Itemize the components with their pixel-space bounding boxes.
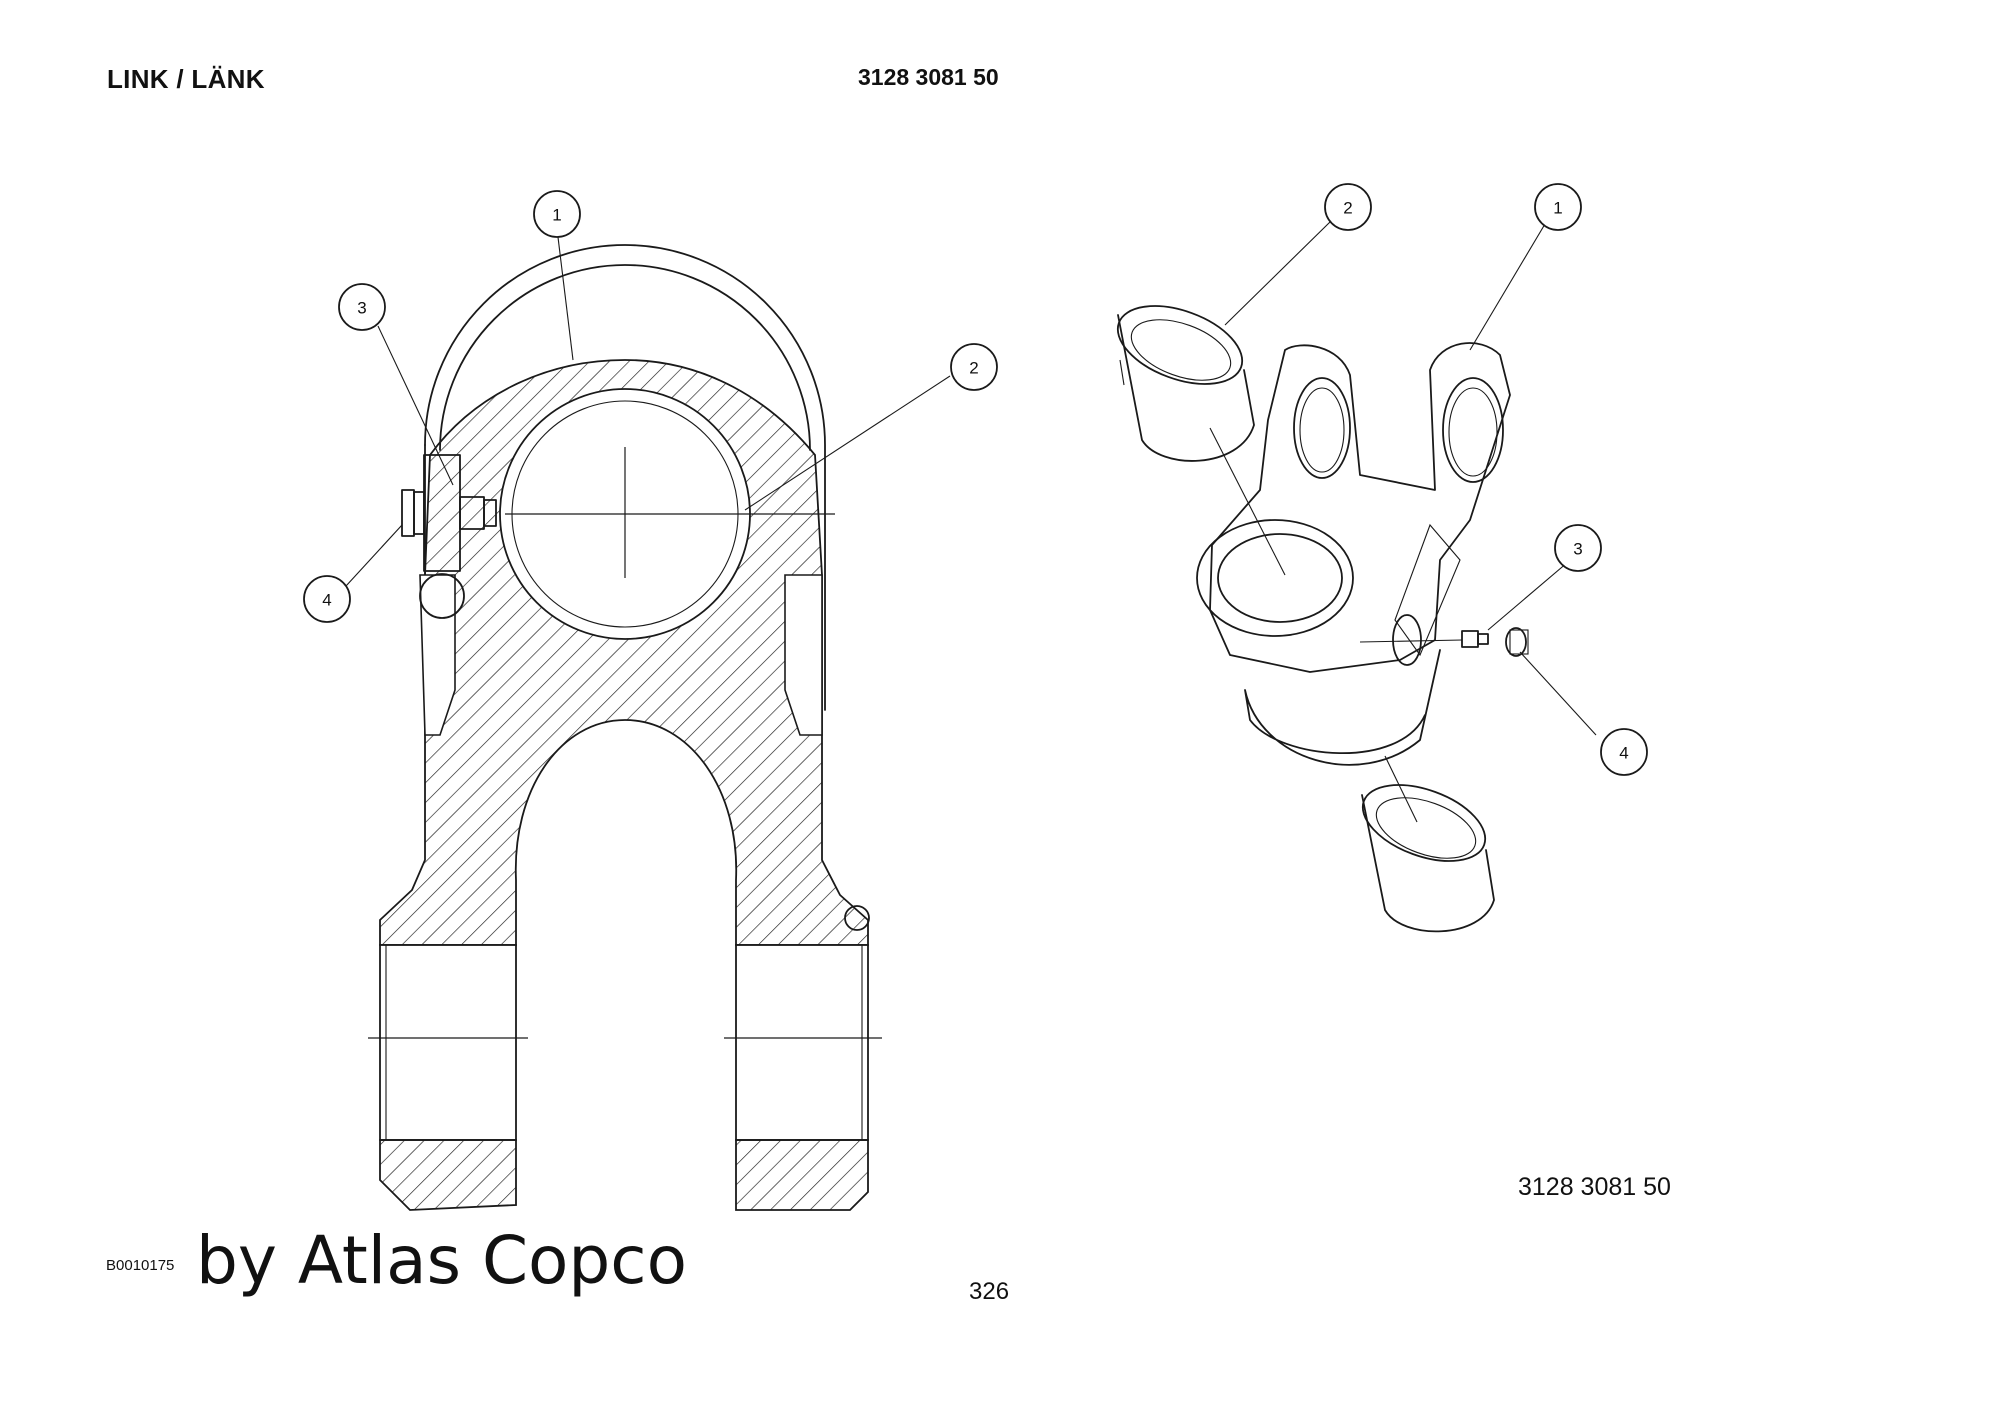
callout-4-section: 4 [303,575,351,623]
drawing-code: B0010175 [106,1257,175,1274]
svg-text:4: 4 [1619,744,1628,763]
left-leg-bushing [379,944,517,1141]
callout-3-exploded: 3 [1554,524,1602,572]
svg-text:1: 1 [1553,199,1562,218]
left-leg-end [379,1139,517,1211]
eye-outer-arc [424,244,826,711]
callout-3-section: 3 [338,283,386,331]
right-leg-end [735,1139,869,1211]
part-number-footer: 3128 3081 50 [1518,1173,1671,1201]
page-number: 326 [969,1278,1010,1305]
svg-text:4: 4 [322,591,331,610]
callout-1-exploded: 1 [1534,183,1582,231]
svg-text:3: 3 [1573,540,1582,559]
svg-text:1: 1 [552,206,561,225]
exploded-view: 2 1 3 4 [1116,183,1648,933]
svg-text:2: 2 [1343,199,1352,218]
callout-1-section: 1 [533,190,581,238]
lube-channel [419,573,465,619]
bushing-bottom [1361,784,1495,933]
svg-text:2: 2 [969,359,978,378]
section-view: 1 3 2 4 [303,190,998,1211]
page-title: LINK / LÄNK [107,64,265,94]
callout-2-section: 2 [950,343,998,391]
part-number-header: 3128 3081 50 [858,64,999,90]
callout-2-exploded: 2 [1324,183,1372,231]
eye-inner-arc [439,264,811,451]
link-body-iso [1196,342,1511,766]
bushing-top [1116,305,1255,462]
svg-text:3: 3 [357,299,366,318]
right-leg-bushing [735,944,869,1141]
watermark-text: by Atlas Copco [196,1222,687,1299]
grease-nipple-iso [1461,627,1529,657]
callout-4-exploded: 4 [1600,728,1648,776]
